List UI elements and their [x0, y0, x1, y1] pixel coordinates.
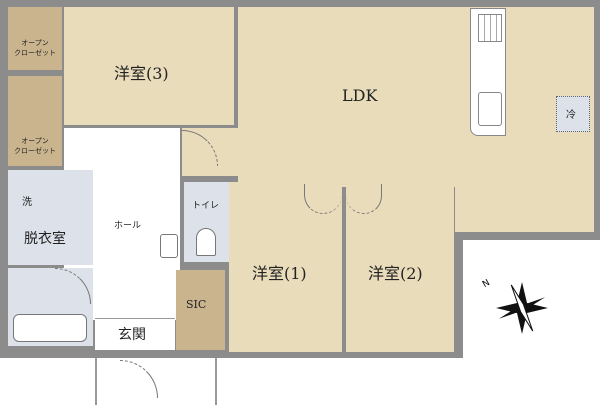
washbasin-icon [160, 234, 178, 258]
open-closet-2-label: オープン クローゼット [14, 137, 56, 155]
sic-label: SIC [186, 298, 207, 311]
open-closet-1 [8, 7, 62, 70]
western-room-3-label: 洋室(3) [114, 64, 169, 83]
hall-label: ホール [114, 221, 142, 231]
western-room-2-label: 洋室(2) [368, 264, 423, 283]
fridge-label: 冷 [566, 110, 576, 121]
door-swing-icon [346, 184, 382, 214]
fridge-space [556, 96, 590, 132]
washroom [8, 170, 93, 265]
entrance-label: 玄関 [118, 327, 146, 343]
toilet-label: トイレ [192, 201, 220, 211]
sink-icon [478, 92, 502, 126]
compass-north-label: N [481, 278, 492, 290]
shoe-closet [176, 270, 225, 350]
open-closet-2 [8, 76, 62, 166]
toilet-fixture-icon [196, 228, 216, 256]
bathtub-icon [13, 314, 87, 342]
washroom-label: 脱衣室 [24, 231, 66, 247]
porch [95, 358, 217, 405]
door-swing-icon [304, 184, 342, 214]
ldk-label: LDK [342, 86, 378, 105]
western-room-1-label: 洋室(1) [252, 264, 307, 283]
stove-icon [478, 14, 502, 42]
wash-label: 洗 [22, 197, 32, 208]
compass-icon: N [481, 278, 548, 334]
western-room-3 [64, 7, 234, 125]
open-closet-1-label: オープン クローゼット [14, 39, 56, 57]
entrance-area [95, 318, 175, 350]
ldk-room-lower-right [455, 180, 594, 232]
ldk-room [238, 7, 594, 187]
